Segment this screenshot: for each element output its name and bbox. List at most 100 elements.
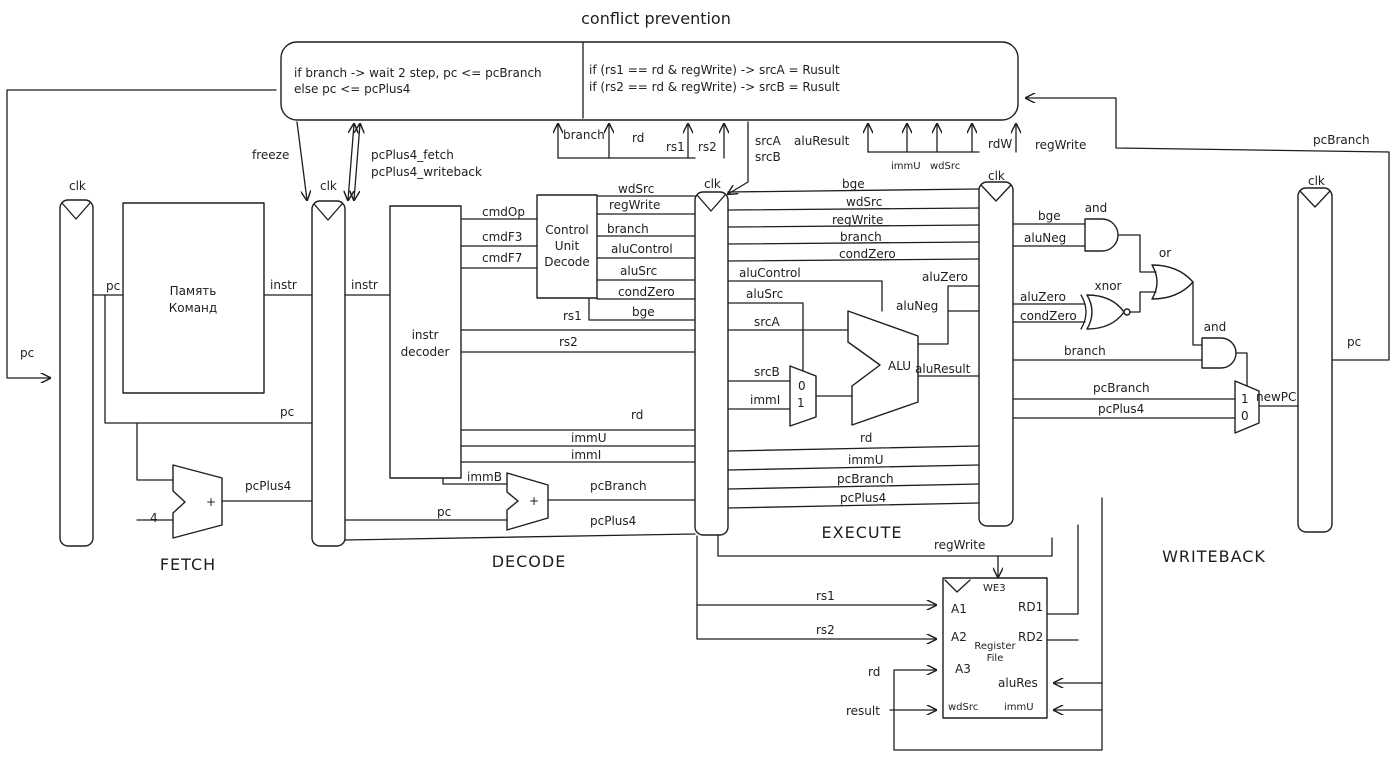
pcplus4-fetch-arrow xyxy=(348,124,354,200)
mux-1-label: 1 xyxy=(797,396,805,410)
pcbranch-label: pcBranch xyxy=(1313,133,1370,147)
stage-execute-label: EXECUTE xyxy=(822,523,903,542)
xnor-back-arc xyxy=(1080,294,1087,330)
pcplus4-writeback-arrow xyxy=(354,124,360,200)
aluzero-label: aluZero xyxy=(922,270,968,284)
bge-label: bge xyxy=(632,305,655,319)
alucontrol-label: aluControl xyxy=(739,266,801,280)
execute-register xyxy=(694,191,729,536)
branch-label: branch xyxy=(1064,344,1106,358)
newpc-label: newPC xyxy=(1256,390,1296,404)
diagram-title: conflict prevention xyxy=(581,9,731,28)
srca-label: srcA xyxy=(755,134,782,148)
pc-adder xyxy=(172,464,223,539)
rdw-label: rdW xyxy=(988,137,1012,151)
stage-writeback-label: WRITEBACK xyxy=(1162,547,1266,566)
immi-label: immI xyxy=(750,393,780,407)
register-file xyxy=(942,577,1048,719)
mux-0-label: 0 xyxy=(798,379,806,393)
rs2-label: rs2 xyxy=(698,140,717,154)
conflict-right-line2: if (rs2 == rd & regWrite) -> srcB = Rusu… xyxy=(589,80,840,94)
xnor-to-or-wire xyxy=(1129,291,1157,313)
rf-we3: WE3 xyxy=(983,583,1006,594)
rd-label: rd xyxy=(631,408,643,422)
immu-wire xyxy=(727,464,980,471)
and-gate xyxy=(1201,337,1237,369)
aluresult-label: aluResult xyxy=(915,362,971,376)
condzero-wire xyxy=(727,258,980,262)
cmdop-label: cmdOp xyxy=(482,205,525,219)
conflict-prevention-box xyxy=(280,41,1019,121)
clk-triangle xyxy=(696,194,726,212)
alucontrol-wire xyxy=(727,280,883,312)
clk-triangle xyxy=(1299,190,1331,208)
adder-plus-icon: + xyxy=(529,494,539,508)
pc-mux xyxy=(1234,380,1260,434)
condzero-label: condZero xyxy=(618,285,675,299)
rd-label: rd xyxy=(632,131,644,145)
branch-label: branch xyxy=(563,128,605,142)
bge-wire xyxy=(727,188,980,193)
alu-label: ALU xyxy=(888,359,911,373)
rf-a2: A2 xyxy=(951,630,967,644)
pc-feedback-wire xyxy=(6,89,277,378)
pcplus4-wire xyxy=(344,533,696,541)
and-gate xyxy=(1084,218,1119,252)
rf-name2: File xyxy=(987,653,1004,664)
rd-wire xyxy=(727,445,980,452)
pc-label: pc xyxy=(106,279,120,293)
and-to-or-wire xyxy=(1117,234,1157,273)
aluneg-label: aluNeg xyxy=(896,299,938,313)
branch-label: branch xyxy=(607,222,649,236)
immu-label: immU xyxy=(891,161,921,172)
rd-label: rd xyxy=(860,431,872,445)
control-unit-label2: Unit xyxy=(555,239,580,253)
clk-label: clk xyxy=(988,169,1005,183)
srca-srcb-wire xyxy=(728,121,749,194)
clk-label: clk xyxy=(704,177,721,191)
alucontrol-label: aluControl xyxy=(611,242,673,256)
pcbranch-label: pcBranch xyxy=(837,472,894,486)
clk-triangle xyxy=(313,203,343,221)
xnor-gate-label: xnor xyxy=(1095,279,1122,293)
rf-alures: aluRes xyxy=(998,676,1038,690)
instr-decoder-label1: instr xyxy=(412,328,439,342)
rd-rf-wire xyxy=(893,497,1103,751)
immi-label: immI xyxy=(571,448,601,462)
pc-label: pc xyxy=(20,346,34,360)
four-label: 4 xyxy=(150,511,158,525)
aluresult-label: aluResult xyxy=(794,134,850,148)
wdsrc-label: wdSrc xyxy=(846,195,882,209)
immb-wire xyxy=(442,477,508,485)
branch-adder xyxy=(506,472,549,531)
pcplus4-label: pcPlus4 xyxy=(1098,402,1144,416)
srcb-label: srcB xyxy=(754,365,780,379)
instruction-memory-label2: Команд xyxy=(169,301,217,315)
pcbranch-label: pcBranch xyxy=(1093,381,1150,395)
control-unit xyxy=(536,194,598,299)
pcbranch-wire xyxy=(727,483,980,490)
pcplus4-label: pcPlus4 xyxy=(840,491,886,505)
or-to-and-wire xyxy=(1192,281,1203,346)
rs1-label: rs1 xyxy=(563,309,582,323)
clk-triangle xyxy=(61,202,91,220)
wdsrc-label: wdSrc xyxy=(930,161,960,172)
and-gate-label: and xyxy=(1085,201,1108,215)
wdsrc-label: wdSrc xyxy=(618,182,654,196)
decode-register xyxy=(311,200,346,547)
rf-a1: A1 xyxy=(951,602,967,616)
rf-rd2: RD2 xyxy=(1018,630,1043,644)
pc-label: pc xyxy=(437,505,451,519)
adder-plus-icon: + xyxy=(206,495,216,509)
clk-triangle xyxy=(944,579,971,593)
rs2-rf-wire xyxy=(696,604,936,639)
clk-label: clk xyxy=(320,179,337,193)
regwrite-label: regWrite xyxy=(609,198,660,212)
bge-wire xyxy=(588,297,696,321)
mux-0-label: 0 xyxy=(1241,409,1249,423)
freeze-label: freeze xyxy=(252,148,289,162)
pcplus4-fetch-label: pcPlus4_fetch xyxy=(371,148,454,162)
instr-label: instr xyxy=(351,278,378,292)
and-to-mux-wire xyxy=(1235,352,1248,387)
